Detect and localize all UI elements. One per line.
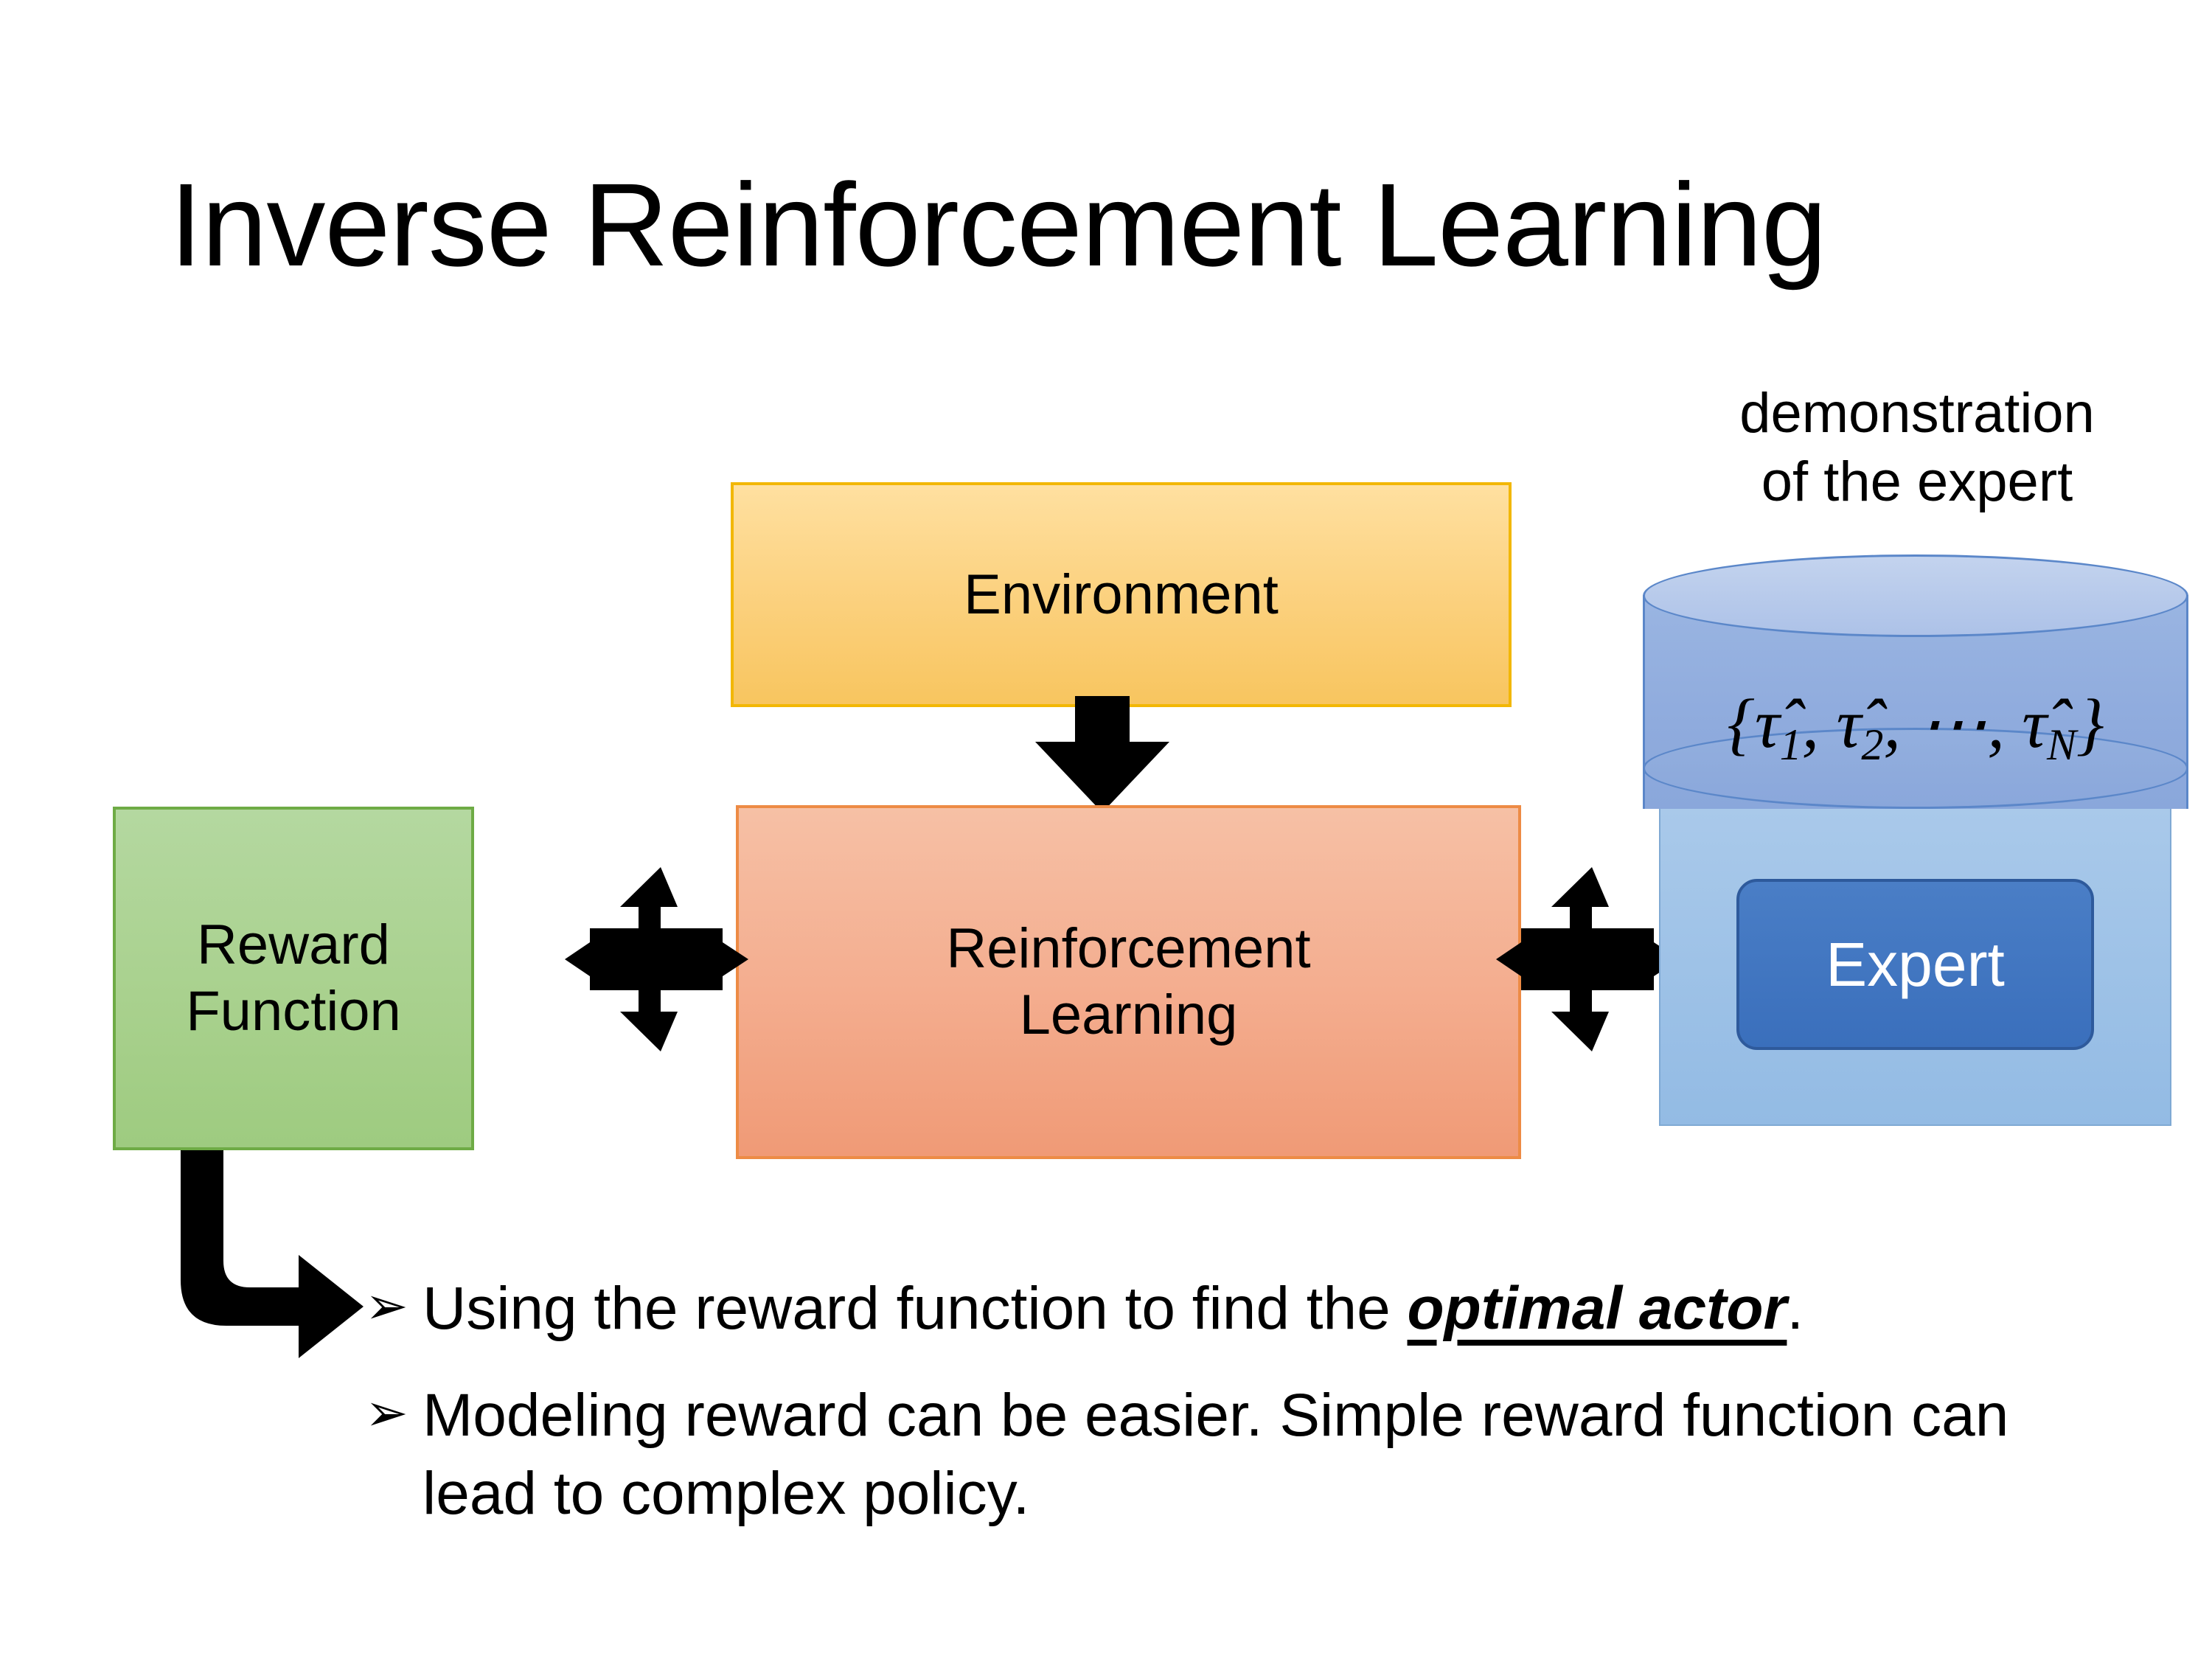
reward-function-box-labels: Reward Function	[116, 912, 471, 1044]
demonstration-caption: demonstration of the expert	[1644, 380, 2190, 516]
cylinder-bottom-ellipse	[1643, 728, 2188, 809]
bullet-arrow-icon: ➢	[365, 1277, 408, 1335]
comma-2: ,	[1883, 686, 1919, 762]
demonstration-cylinder: {τ̂1, τ̂2, ⋯, τ̂N}	[1643, 554, 2188, 849]
comma-1: ,	[1801, 686, 1837, 762]
bullet-list: ➢ Using the reward function to find the …	[365, 1270, 2061, 1562]
bullet-1-emphasis: optimal actor	[1407, 1275, 1787, 1342]
reward-label-line-2: Function	[186, 980, 401, 1043]
bullet-arrow-icon: ➢	[365, 1383, 408, 1441]
list-item: ➢ Modeling reward can be easier. Simple …	[365, 1377, 2061, 1534]
tau-1: τ̂1	[1755, 686, 1802, 769]
rl-to-expert-four-way-arrow	[1496, 867, 1680, 1051]
reward-label-line-1: Reward	[197, 914, 390, 977]
brace-close: }	[2076, 686, 2104, 762]
page-title: Inverse Reinforcement Learning	[170, 159, 1827, 291]
cylinder-top-ellipse	[1643, 554, 2188, 637]
comma-3: ,	[1987, 686, 2023, 762]
expert-box: Expert	[1736, 879, 2094, 1050]
bullet-1-text-after: .	[1787, 1275, 1804, 1342]
cylinder-trajectory-set-label: {τ̂1, τ̂2, ⋯, τ̂N}	[1643, 684, 2188, 771]
reinforcement-learning-box: Reinforcement Learning	[736, 805, 1521, 1159]
environment-box: Environment	[731, 482, 1512, 707]
list-item: ➢ Using the reward function to find the …	[365, 1270, 2061, 1349]
reinforcement-learning-box-labels: Reinforcement Learning	[946, 916, 1310, 1048]
environment-to-rl-down-arrow	[1035, 696, 1169, 813]
expert-box-label: Expert	[1826, 929, 2005, 999]
rl-label-line-1: Reinforcement	[946, 917, 1311, 981]
brace-open: {	[1727, 686, 1755, 762]
rl-label-line-2: Learning	[1019, 984, 1238, 1046]
bullet-1-text-before: Using the reward function to find the	[422, 1275, 1408, 1342]
ellipsis: ⋯	[1918, 686, 1988, 762]
tau-n: τ̂N	[2022, 686, 2076, 769]
bullet-text-1: Using the reward function to find the op…	[422, 1270, 2061, 1349]
reward-to-rl-four-way-arrow	[565, 867, 748, 1051]
bullet-text-2: Modeling reward can be easier. Simple re…	[422, 1381, 2009, 1528]
environment-box-label: Environment	[964, 563, 1279, 626]
reward-function-box: Reward Function	[113, 807, 474, 1150]
demonstration-caption-line-1: demonstration	[1739, 382, 2095, 445]
tau-2: τ̂2	[1836, 686, 1884, 769]
reward-to-bullets-bent-arrow	[181, 1150, 364, 1358]
demonstration-caption-line-2: of the expert	[1761, 450, 2073, 513]
